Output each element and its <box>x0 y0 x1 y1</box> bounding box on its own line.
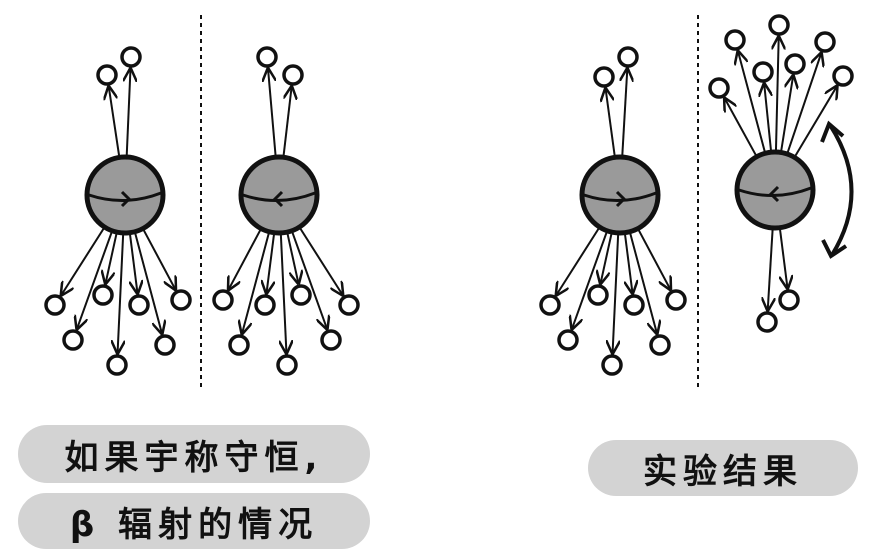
electron-particle <box>623 294 645 316</box>
electron-particle <box>557 329 579 351</box>
electron-particle <box>784 53 806 75</box>
electron-particle <box>228 334 250 356</box>
electron-particle <box>170 289 192 311</box>
electron-particle <box>649 334 671 356</box>
electron-track <box>622 69 627 156</box>
hypothesis-label-line1: 如果宇称守恒, <box>18 425 370 483</box>
electron-particle <box>832 65 854 87</box>
electron-track <box>130 234 137 293</box>
electron-particle <box>593 66 615 88</box>
nucleus-scene-experiment-a <box>539 46 687 376</box>
electron-particle <box>282 64 304 86</box>
electron-particle <box>814 31 836 53</box>
electron-track <box>118 234 124 353</box>
electron-track <box>780 229 787 288</box>
electron-track <box>286 233 299 283</box>
electron-particle <box>539 294 561 316</box>
electron-track <box>780 76 793 151</box>
electron-particle <box>106 354 128 376</box>
rotation-arrow-head-top <box>820 120 845 143</box>
electron-track <box>601 233 613 283</box>
electron-track <box>776 37 779 151</box>
electron-particle <box>62 329 84 351</box>
electron-particle <box>92 284 114 306</box>
electron-particle <box>338 294 360 316</box>
electron-particle <box>587 284 609 306</box>
electron-particle <box>290 284 312 306</box>
electron-track <box>725 99 757 156</box>
electron-particle <box>665 289 687 311</box>
electron-track <box>606 89 616 156</box>
electron-particle <box>708 77 730 99</box>
electron-track <box>282 87 292 156</box>
electron-track <box>768 229 773 310</box>
spin-direction-arrow <box>615 190 627 208</box>
spin-equator <box>88 191 162 203</box>
electron-track <box>613 234 619 353</box>
spin-direction-arrow <box>120 190 132 208</box>
electron-track <box>127 69 131 156</box>
rotation-arrow-head-bottom <box>821 239 848 259</box>
electron-track <box>625 234 632 293</box>
electron-track <box>637 229 671 289</box>
spin-equator <box>583 191 657 203</box>
electron-particle <box>254 294 276 316</box>
electron-track <box>556 228 600 295</box>
electron-particle <box>756 311 778 333</box>
spin-direction-arrow <box>272 190 284 208</box>
electron-track <box>229 229 262 289</box>
nucleus-scene-hypothesis-a <box>44 46 192 376</box>
electron-track <box>281 234 287 353</box>
electron-track <box>267 234 274 293</box>
spin-direction-arrow <box>768 185 780 203</box>
electron-track <box>268 69 277 156</box>
nucleus-scene-hypothesis-b <box>212 46 360 376</box>
electron-particle <box>617 46 639 68</box>
electron-track <box>786 53 821 153</box>
electron-particle <box>256 46 278 68</box>
spin-equator <box>738 186 812 198</box>
electron-track <box>142 229 176 289</box>
rotation-arrow <box>828 123 854 257</box>
electron-track <box>134 233 162 334</box>
electron-track <box>106 233 118 283</box>
electron-track <box>629 233 657 334</box>
electron-track <box>738 52 766 152</box>
result-label: 实验结果 <box>588 440 858 496</box>
electron-particle <box>128 294 150 316</box>
electron-particle <box>778 289 800 311</box>
electron-track <box>299 228 342 295</box>
electron-track <box>61 228 105 295</box>
electron-particle <box>320 329 342 351</box>
electron-track <box>291 232 327 329</box>
electron-particle <box>154 334 176 356</box>
electron-particle <box>601 354 623 376</box>
electron-track <box>109 87 121 156</box>
nucleus-scene-experiment-b <box>708 14 854 333</box>
electron-track <box>794 86 836 157</box>
electron-track <box>764 84 771 151</box>
electron-particle <box>96 64 118 86</box>
electron-track <box>242 233 270 334</box>
electron-particle <box>752 61 774 83</box>
electron-particle <box>120 46 142 68</box>
electron-particle <box>276 354 298 376</box>
electron-particle <box>44 294 66 316</box>
spin-equator <box>242 191 316 203</box>
electron-track <box>77 232 113 329</box>
electron-track <box>572 232 608 329</box>
electron-particle <box>724 29 746 51</box>
hypothesis-label-line2: β 辐射的情况 <box>18 493 370 549</box>
electron-particle <box>768 14 790 36</box>
electron-particle <box>212 289 234 311</box>
